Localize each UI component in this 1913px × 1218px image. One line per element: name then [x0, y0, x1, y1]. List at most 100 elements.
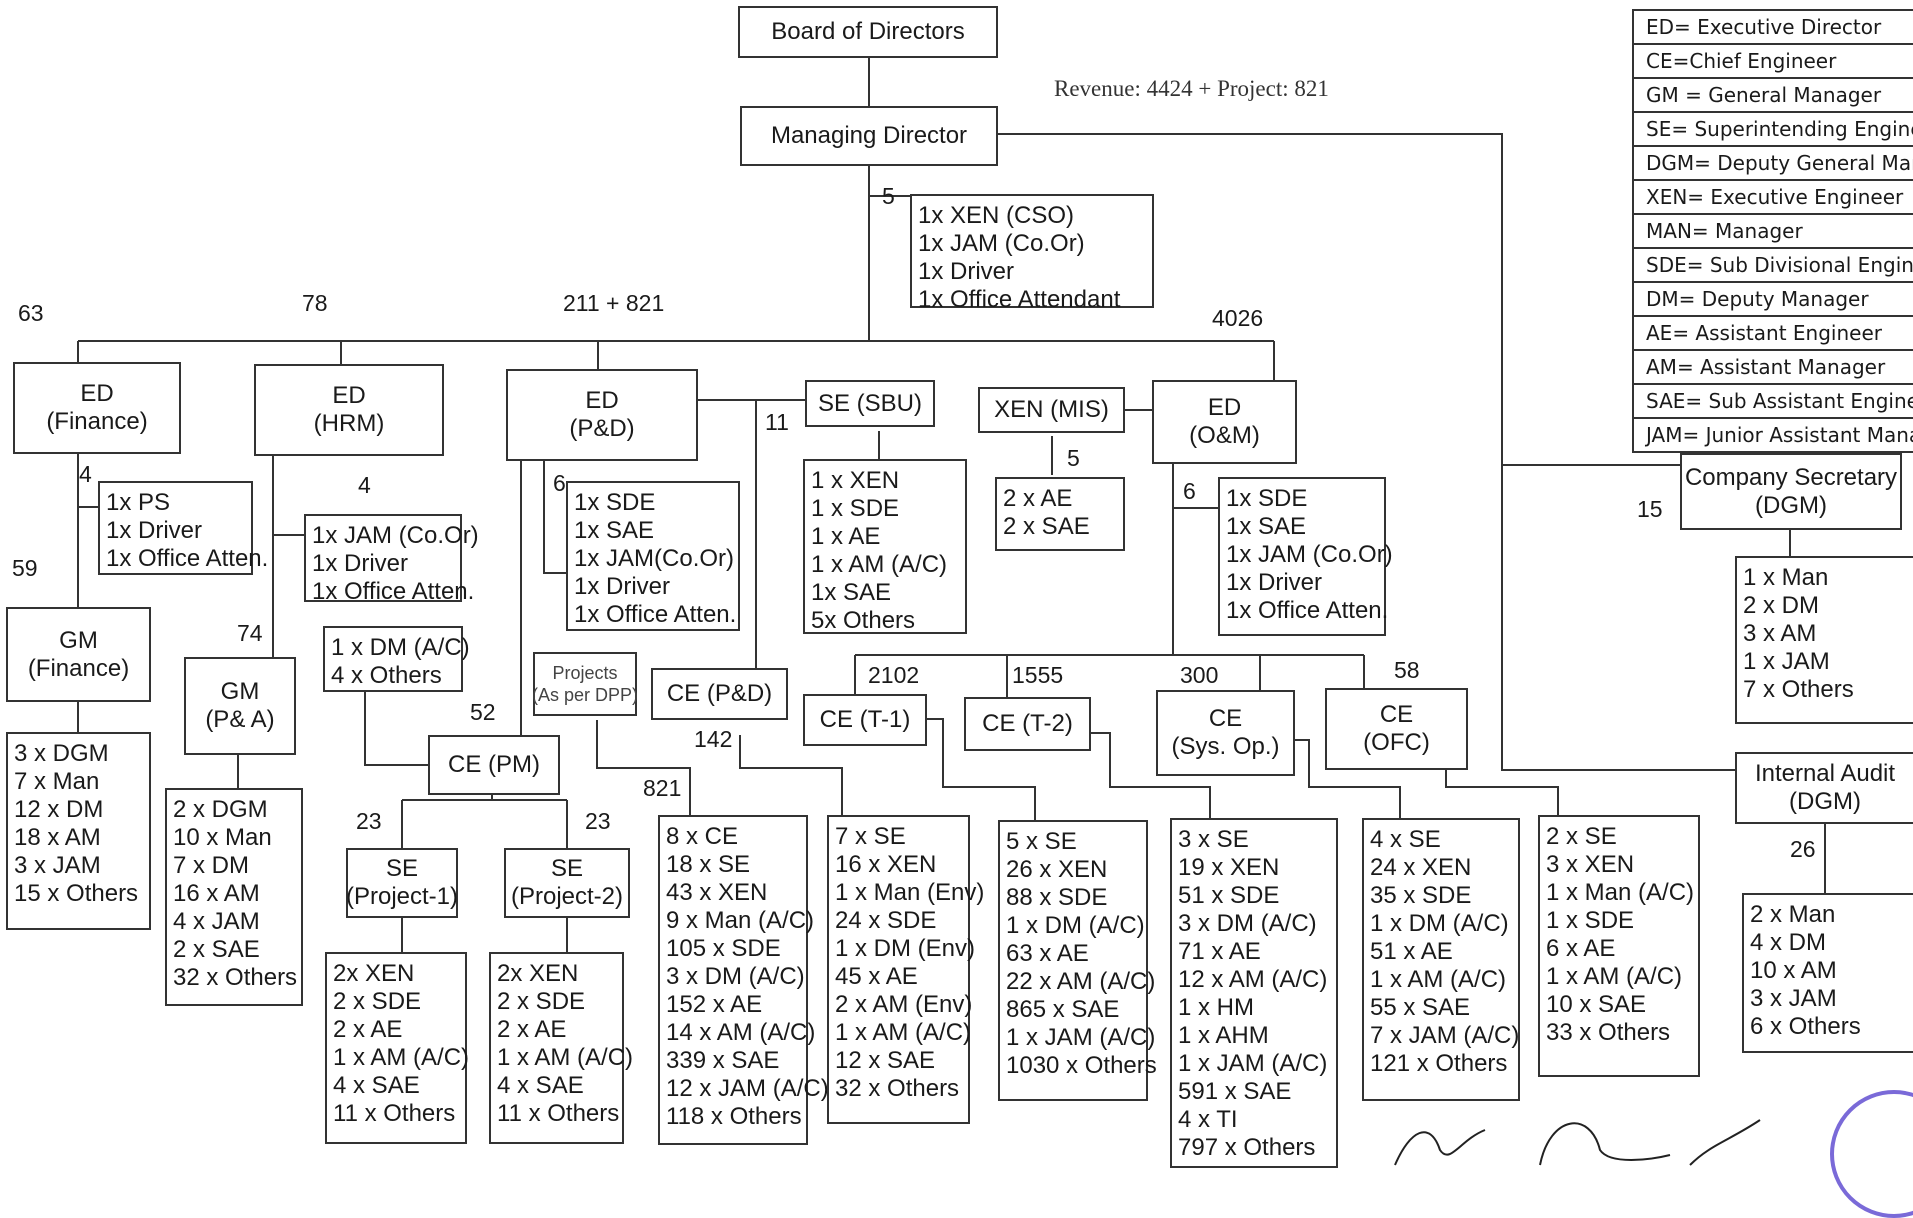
legend-row: SAE= Sub Assistant Engineer: [1631, 383, 1913, 419]
legend-entry: AE= Assistant Engineer: [1631, 315, 1913, 351]
node-line: (Sys. Op.): [1171, 733, 1280, 760]
headcount-cepm: 52: [470, 699, 496, 725]
node-line: XEN (MIS): [994, 396, 1109, 423]
node-line: GM: [59, 626, 98, 654]
node-line: 105 x SDE: [666, 935, 781, 962]
node-line: 5x Others: [811, 607, 916, 634]
legend-entry: AM= Assistant Manager: [1631, 349, 1913, 385]
node-line: Managing Director: [770, 122, 968, 149]
node-line: 1 x Man (A/C): [1546, 879, 1695, 906]
headcount-se1: 23: [356, 808, 382, 834]
node-line: 1x SAE: [574, 517, 655, 544]
node-line: 6 x Others: [1750, 1013, 1861, 1040]
node-ce-pm: CE (PM): [428, 735, 560, 795]
node-line: (Project-2): [510, 883, 624, 910]
node-line: 4 x JAM: [173, 908, 260, 935]
node-line: 12 x JAM (A/C): [666, 1075, 829, 1102]
node-line: 1 x DM (Env): [835, 935, 976, 962]
node-line: 1 x JAM (A/C): [1006, 1024, 1156, 1051]
node-line: CE (T-1): [819, 706, 911, 733]
node-line: 1 x AE: [811, 523, 881, 550]
node-xen-mis: XEN (MIS): [978, 387, 1125, 433]
node-line: 1 x DM (A/C): [1370, 910, 1509, 937]
connector-lines: [77, 56, 1826, 955]
node-line: 19 x XEN: [1178, 854, 1280, 881]
node-line: 2 x AM (Env): [835, 991, 973, 1018]
node-line: 15 x Others: [14, 880, 139, 907]
node-line: 7 x Others: [1743, 676, 1854, 703]
node-line: 797 x Others: [1178, 1134, 1316, 1161]
node-line: 1 x AM (A/C): [1546, 963, 1683, 990]
node-line: 1x Driver: [1226, 569, 1323, 596]
node-line: 35 x SDE: [1370, 882, 1472, 909]
node-line: (Finance): [27, 654, 130, 682]
node-line: ED: [80, 380, 114, 407]
node-line: 2 x DM: [1743, 592, 1820, 619]
node-line: 118 x Others: [666, 1103, 802, 1130]
headcount-edom: 6: [1183, 478, 1196, 504]
legend-row: SDE= Sub Divisional Engineer: [1631, 247, 1913, 283]
node-line: 2 x SAE: [1003, 513, 1090, 540]
node-line: 45 x AE: [835, 963, 918, 990]
node-line: 591 x SAE: [1178, 1078, 1292, 1105]
node-line: 2 x AE: [1003, 485, 1073, 512]
node-line: 5 x SE: [1006, 828, 1077, 855]
node-line: 9 x Man (A/C): [666, 907, 815, 934]
legend-row: AE= Assistant Engineer: [1631, 315, 1913, 351]
node-projects: Projects(As per DPP): [532, 652, 638, 716]
legend-entry: SE= Superintending Engineer: [1631, 111, 1913, 147]
legend-row: SE= Superintending Engineer: [1631, 111, 1913, 147]
node-line: 4 x SAE: [497, 1072, 584, 1099]
node-line: (O&M): [1189, 422, 1260, 449]
node-line: 12 x SAE: [835, 1047, 936, 1074]
headcount-cs: 15: [1637, 496, 1663, 522]
node-se-sbu: SE (SBU): [805, 380, 935, 427]
legend-row: ED= Executive Director: [1631, 9, 1913, 45]
node-line: 1x SAE: [1226, 513, 1307, 540]
node-line: 3 x AM: [1743, 620, 1817, 647]
node-line: CE: [1379, 701, 1414, 728]
node-ce-pd: CE (P&D): [651, 668, 788, 720]
node-line: 1 x DM (A/C): [331, 634, 470, 661]
node-gm-pa: GM(P& A): [184, 657, 296, 755]
node-line: 1x Office Attendant: [918, 286, 1121, 313]
node-line: 1x Office Atten.: [574, 601, 737, 628]
node-line: 3 x JAM: [14, 852, 101, 879]
node-line: 3 x SE: [1178, 826, 1249, 853]
legend-row: XEN= Executive Engineer: [1631, 179, 1913, 215]
node-line: 8 x CE: [666, 823, 739, 850]
node-line: 7 x DM: [173, 852, 250, 879]
headcount-sys: 300: [1180, 662, 1219, 688]
node-line: CE (T-2): [982, 710, 1073, 737]
node-line: 1 x AHM: [1178, 1022, 1269, 1049]
node-line: ED: [1207, 394, 1242, 421]
node-line: 16 x XEN: [835, 851, 937, 878]
node-ce-t1: CE (T-1): [803, 694, 927, 746]
node-line: 51 x AE: [1370, 938, 1453, 965]
node-md: Managing Director: [740, 106, 998, 166]
node-line: 16 x AM: [173, 880, 260, 907]
node-line: 11 x Others: [497, 1100, 620, 1127]
node-line: 1 x SDE: [811, 495, 900, 522]
node-line: 2 x SDE: [497, 988, 586, 1015]
node-line: 22 x AM (A/C): [1006, 968, 1156, 995]
node-line: 1 x Man: [1743, 564, 1829, 591]
node-ia: Internal Audit(DGM): [1735, 752, 1913, 824]
headcount-ia: 26: [1790, 836, 1816, 862]
headcount-t2: 1555: [1012, 662, 1064, 688]
legend-entry: ED= Executive Director: [1631, 9, 1913, 45]
headcount-mis: 5: [1067, 445, 1080, 471]
node-line: 3 x DGM: [14, 740, 109, 767]
headcount-pd: 211 + 821: [563, 290, 665, 316]
node-gm-finance: GM(Finance): [6, 607, 151, 702]
node-line: 3 x DM (A/C): [1178, 910, 1317, 937]
node-line: 1x XEN (CSO): [918, 202, 1075, 229]
node-line: 2 x SDE: [333, 988, 422, 1015]
node-line: ED: [585, 387, 619, 414]
